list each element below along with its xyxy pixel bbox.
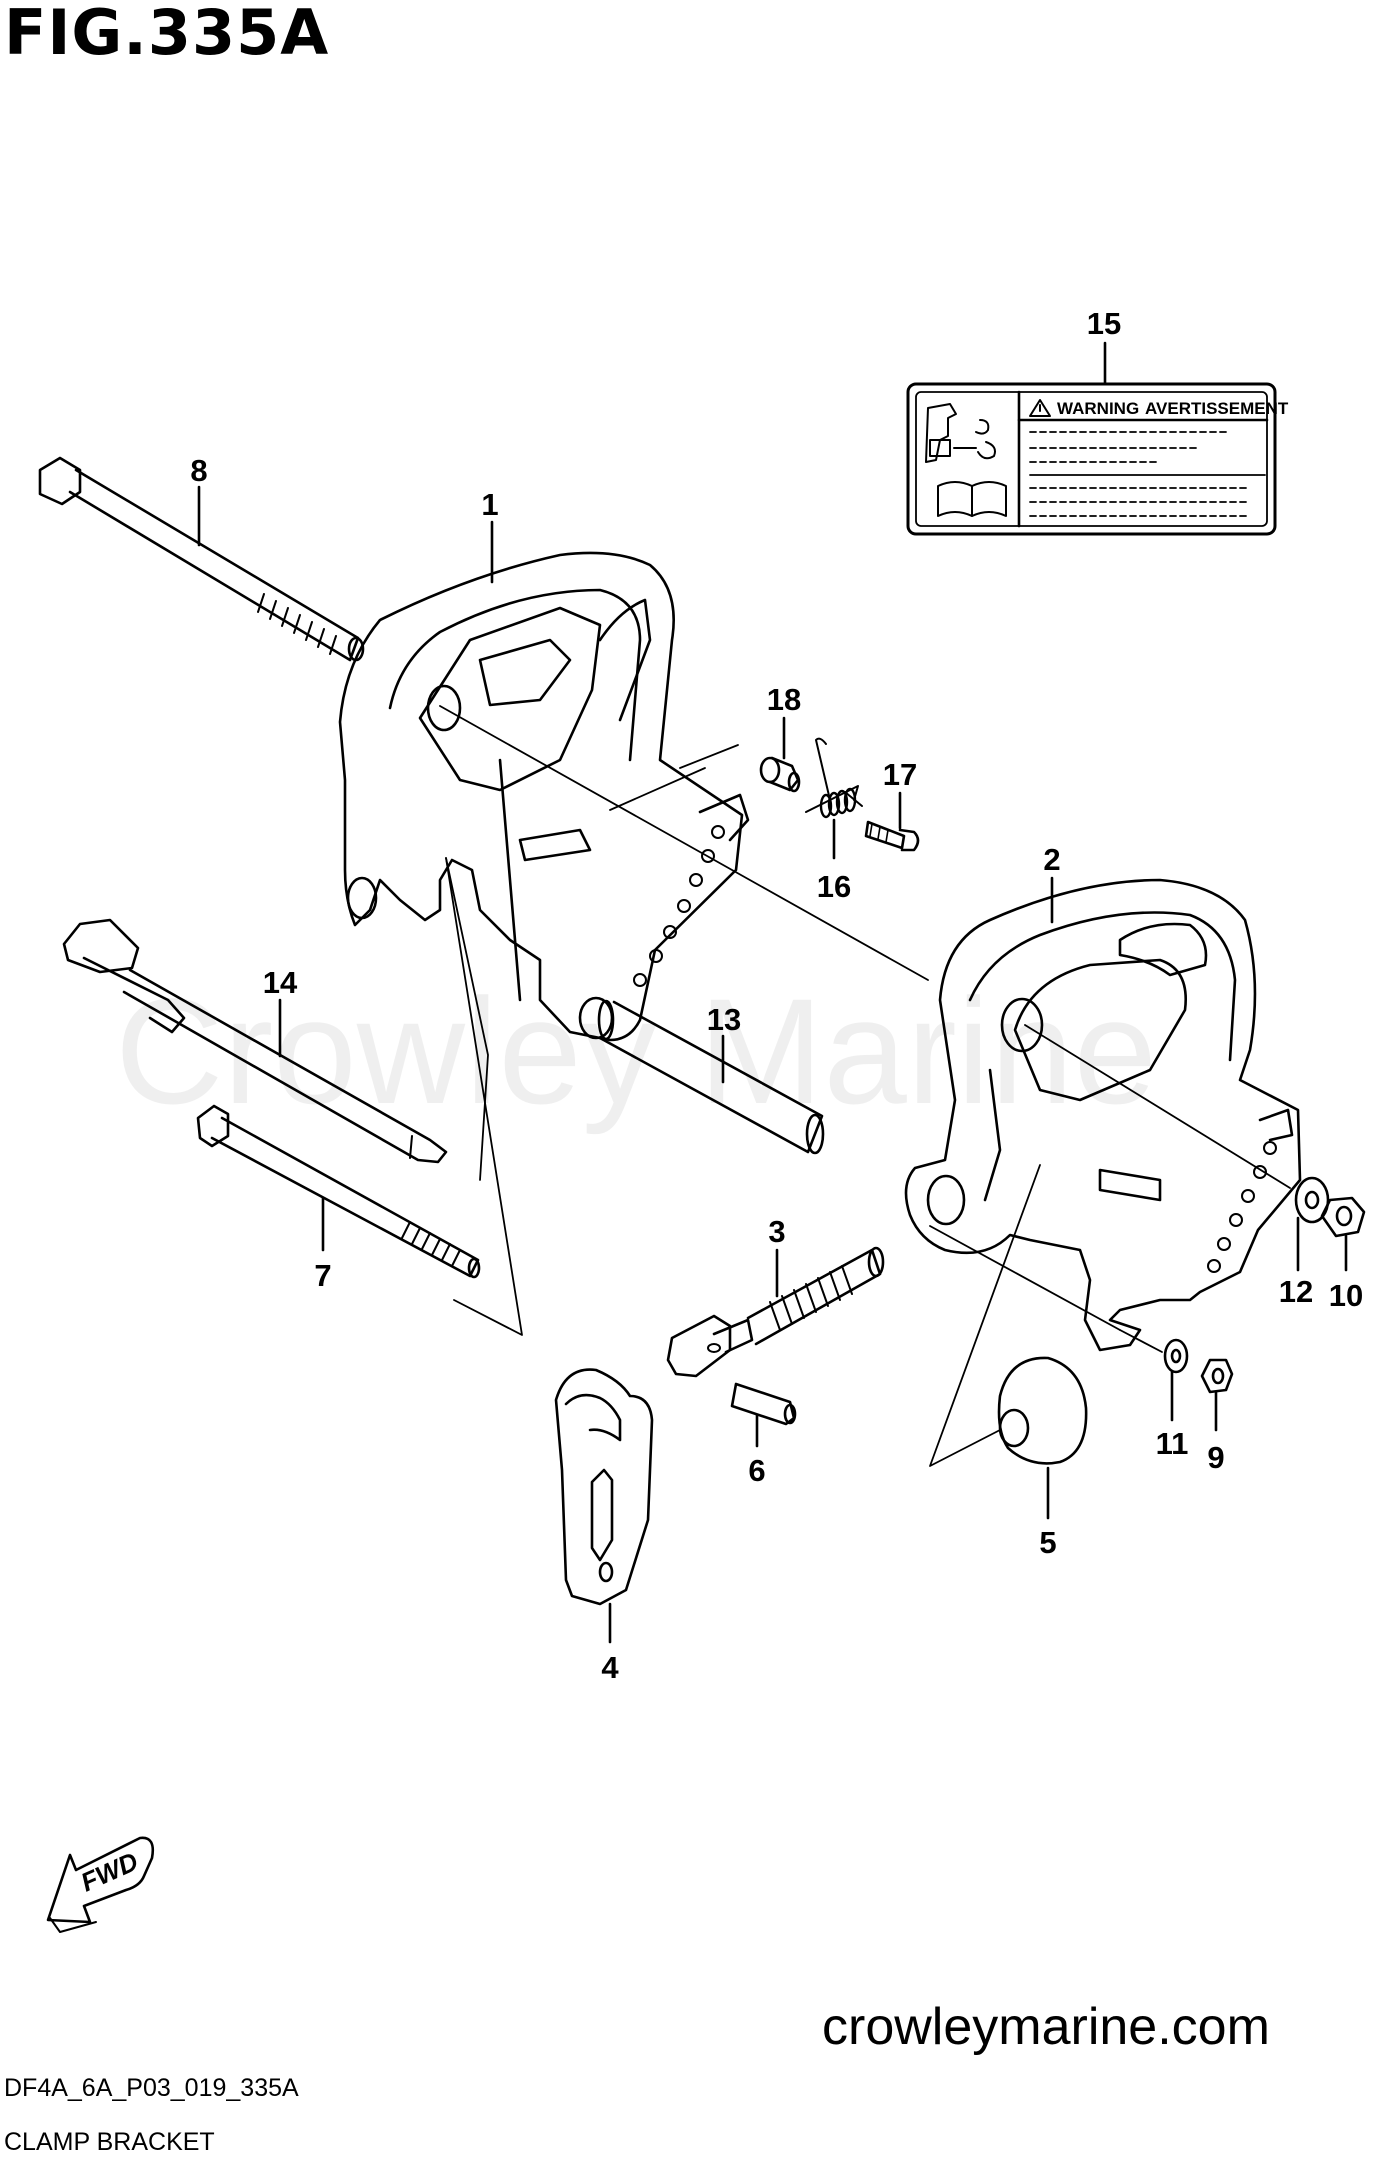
clamp-bracket-part-1 [338, 551, 750, 1042]
nut-part-10 [1320, 1196, 1366, 1238]
diagram-code: DF4A_6A_P03_019_335A [4, 2074, 299, 2102]
callout-5: 5 [1039, 1525, 1056, 1560]
warning-label-en: WARNING [1057, 399, 1139, 418]
callout-12: 12 [1279, 1274, 1313, 1309]
diagram-name: CLAMP BRACKET [4, 2128, 215, 2156]
callout-17: 17 [883, 757, 917, 792]
callout-4: 4 [601, 1650, 619, 1685]
callout-15: 15 [1087, 306, 1121, 341]
callout-9: 9 [1207, 1440, 1224, 1475]
pin-part-14 [62, 918, 448, 1164]
screw-part-17 [864, 820, 920, 852]
callout-11: 11 [1156, 1426, 1189, 1461]
callout-7: 7 [314, 1258, 331, 1293]
manual-book-icon [937, 481, 1007, 517]
callout-18: 18 [767, 682, 801, 717]
callout-10: 10 [1329, 1278, 1363, 1313]
bolt-part-8 [38, 456, 365, 662]
warning-label-part: WARNING AVERTISSEMENT [906, 382, 1289, 536]
callout-16: 16 [817, 869, 851, 904]
watermark: Crowley Marine [115, 967, 1157, 1135]
bush-part-18 [759, 756, 801, 793]
fwd-arrow-icon: FWD [46, 1836, 155, 1933]
callout-3: 3 [768, 1214, 785, 1249]
callout-1: 1 [481, 487, 498, 522]
clamp-bracket-part-2 [904, 878, 1302, 1352]
washer-part-12 [1294, 1176, 1330, 1224]
callout-6: 6 [748, 1453, 765, 1488]
cap-part-5 [997, 1356, 1088, 1465]
shaft-part-13 [597, 999, 825, 1155]
nut-part-9 [1200, 1358, 1234, 1394]
handle-part-4 [554, 1368, 654, 1606]
figure-title: FIG.335A [4, 0, 330, 69]
pin-part-6 [730, 1382, 797, 1426]
callout-14: 14 [263, 965, 298, 1000]
warning-triangle-icon [1029, 399, 1051, 417]
site-url: crowleymarine.com [822, 1998, 1270, 2056]
callout-2: 2 [1043, 842, 1060, 877]
screw-part-3 [666, 1246, 885, 1378]
warning-label-fr: AVERTISSEMENT [1145, 399, 1289, 418]
callout-13: 13 [707, 1002, 741, 1037]
clamp-pictogram-icon [925, 403, 996, 463]
bolt-part-7 [196, 1104, 481, 1279]
callout-8: 8 [190, 453, 207, 488]
spring-part-16 [805, 737, 863, 819]
washer-part-11 [1163, 1338, 1189, 1374]
